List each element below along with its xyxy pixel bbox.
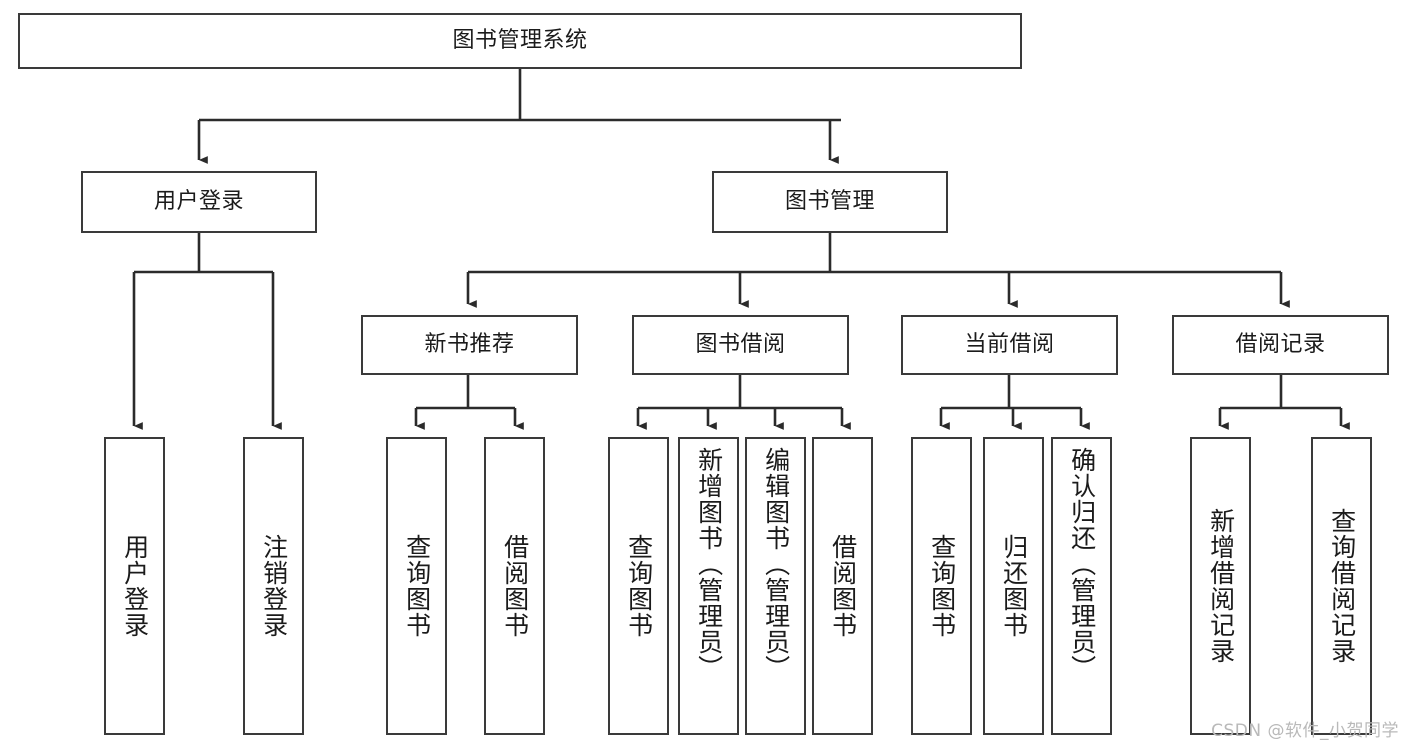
node-label: 归还图书 <box>999 534 1029 638</box>
node-root-system[interactable]: 图书管理系统 <box>18 13 1022 69</box>
leaf-query-book-borrow[interactable]: 查询图书 <box>608 437 669 735</box>
leaf-user-login[interactable]: 用户登录 <box>104 437 165 735</box>
node-label: 新书推荐 <box>424 332 515 358</box>
node-label: 查询图书 <box>624 534 654 638</box>
leaf-return-book[interactable]: 归还图书 <box>983 437 1044 735</box>
leaf-add-book-admin[interactable]: 新增图书（管理员） <box>678 437 739 735</box>
node-user-login[interactable]: 用户登录 <box>81 171 317 233</box>
node-label: 借阅图书 <box>828 534 858 638</box>
node-label: 查询图书 <box>927 534 957 638</box>
node-new-book-recommend[interactable]: 新书推荐 <box>361 315 578 375</box>
node-label: 确认归还（管理员） <box>1067 447 1097 681</box>
node-current-borrow[interactable]: 当前借阅 <box>901 315 1118 375</box>
node-label: 用户登录 <box>120 534 150 638</box>
leaf-borrow-book-recommend[interactable]: 借阅图书 <box>484 437 545 735</box>
leaf-query-book-current[interactable]: 查询图书 <box>911 437 972 735</box>
leaf-query-borrow-record[interactable]: 查询借阅记录 <box>1311 437 1372 735</box>
leaf-logout[interactable]: 注销登录 <box>243 437 304 735</box>
node-label: 注销登录 <box>259 534 289 638</box>
node-label: 新增借阅记录 <box>1206 508 1236 664</box>
leaf-borrow-book[interactable]: 借阅图书 <box>812 437 873 735</box>
node-label: 用户登录 <box>153 189 244 215</box>
node-label: 新增图书（管理员） <box>694 447 724 681</box>
node-label: 查询借阅记录 <box>1327 508 1357 664</box>
watermark: CSDN @软件_小贺同学 <box>1211 721 1399 741</box>
node-label: 当前借阅 <box>964 332 1055 358</box>
leaf-query-book-recommend[interactable]: 查询图书 <box>386 437 447 735</box>
node-label: 编辑图书（管理员） <box>761 447 791 681</box>
node-label: 图书管理 <box>784 189 875 215</box>
node-borrow-record[interactable]: 借阅记录 <box>1172 315 1389 375</box>
node-label: 查询图书 <box>402 534 432 638</box>
leaf-edit-book-admin[interactable]: 编辑图书（管理员） <box>745 437 806 735</box>
node-label: 借阅图书 <box>500 534 530 638</box>
node-label: 图书借阅 <box>695 332 786 358</box>
leaf-confirm-return-admin[interactable]: 确认归还（管理员） <box>1051 437 1112 735</box>
node-book-borrow[interactable]: 图书借阅 <box>632 315 849 375</box>
node-book-management[interactable]: 图书管理 <box>712 171 948 233</box>
leaf-add-borrow-record[interactable]: 新增借阅记录 <box>1190 437 1251 735</box>
node-label: 图书管理系统 <box>452 28 588 54</box>
node-label: 借阅记录 <box>1235 332 1326 358</box>
